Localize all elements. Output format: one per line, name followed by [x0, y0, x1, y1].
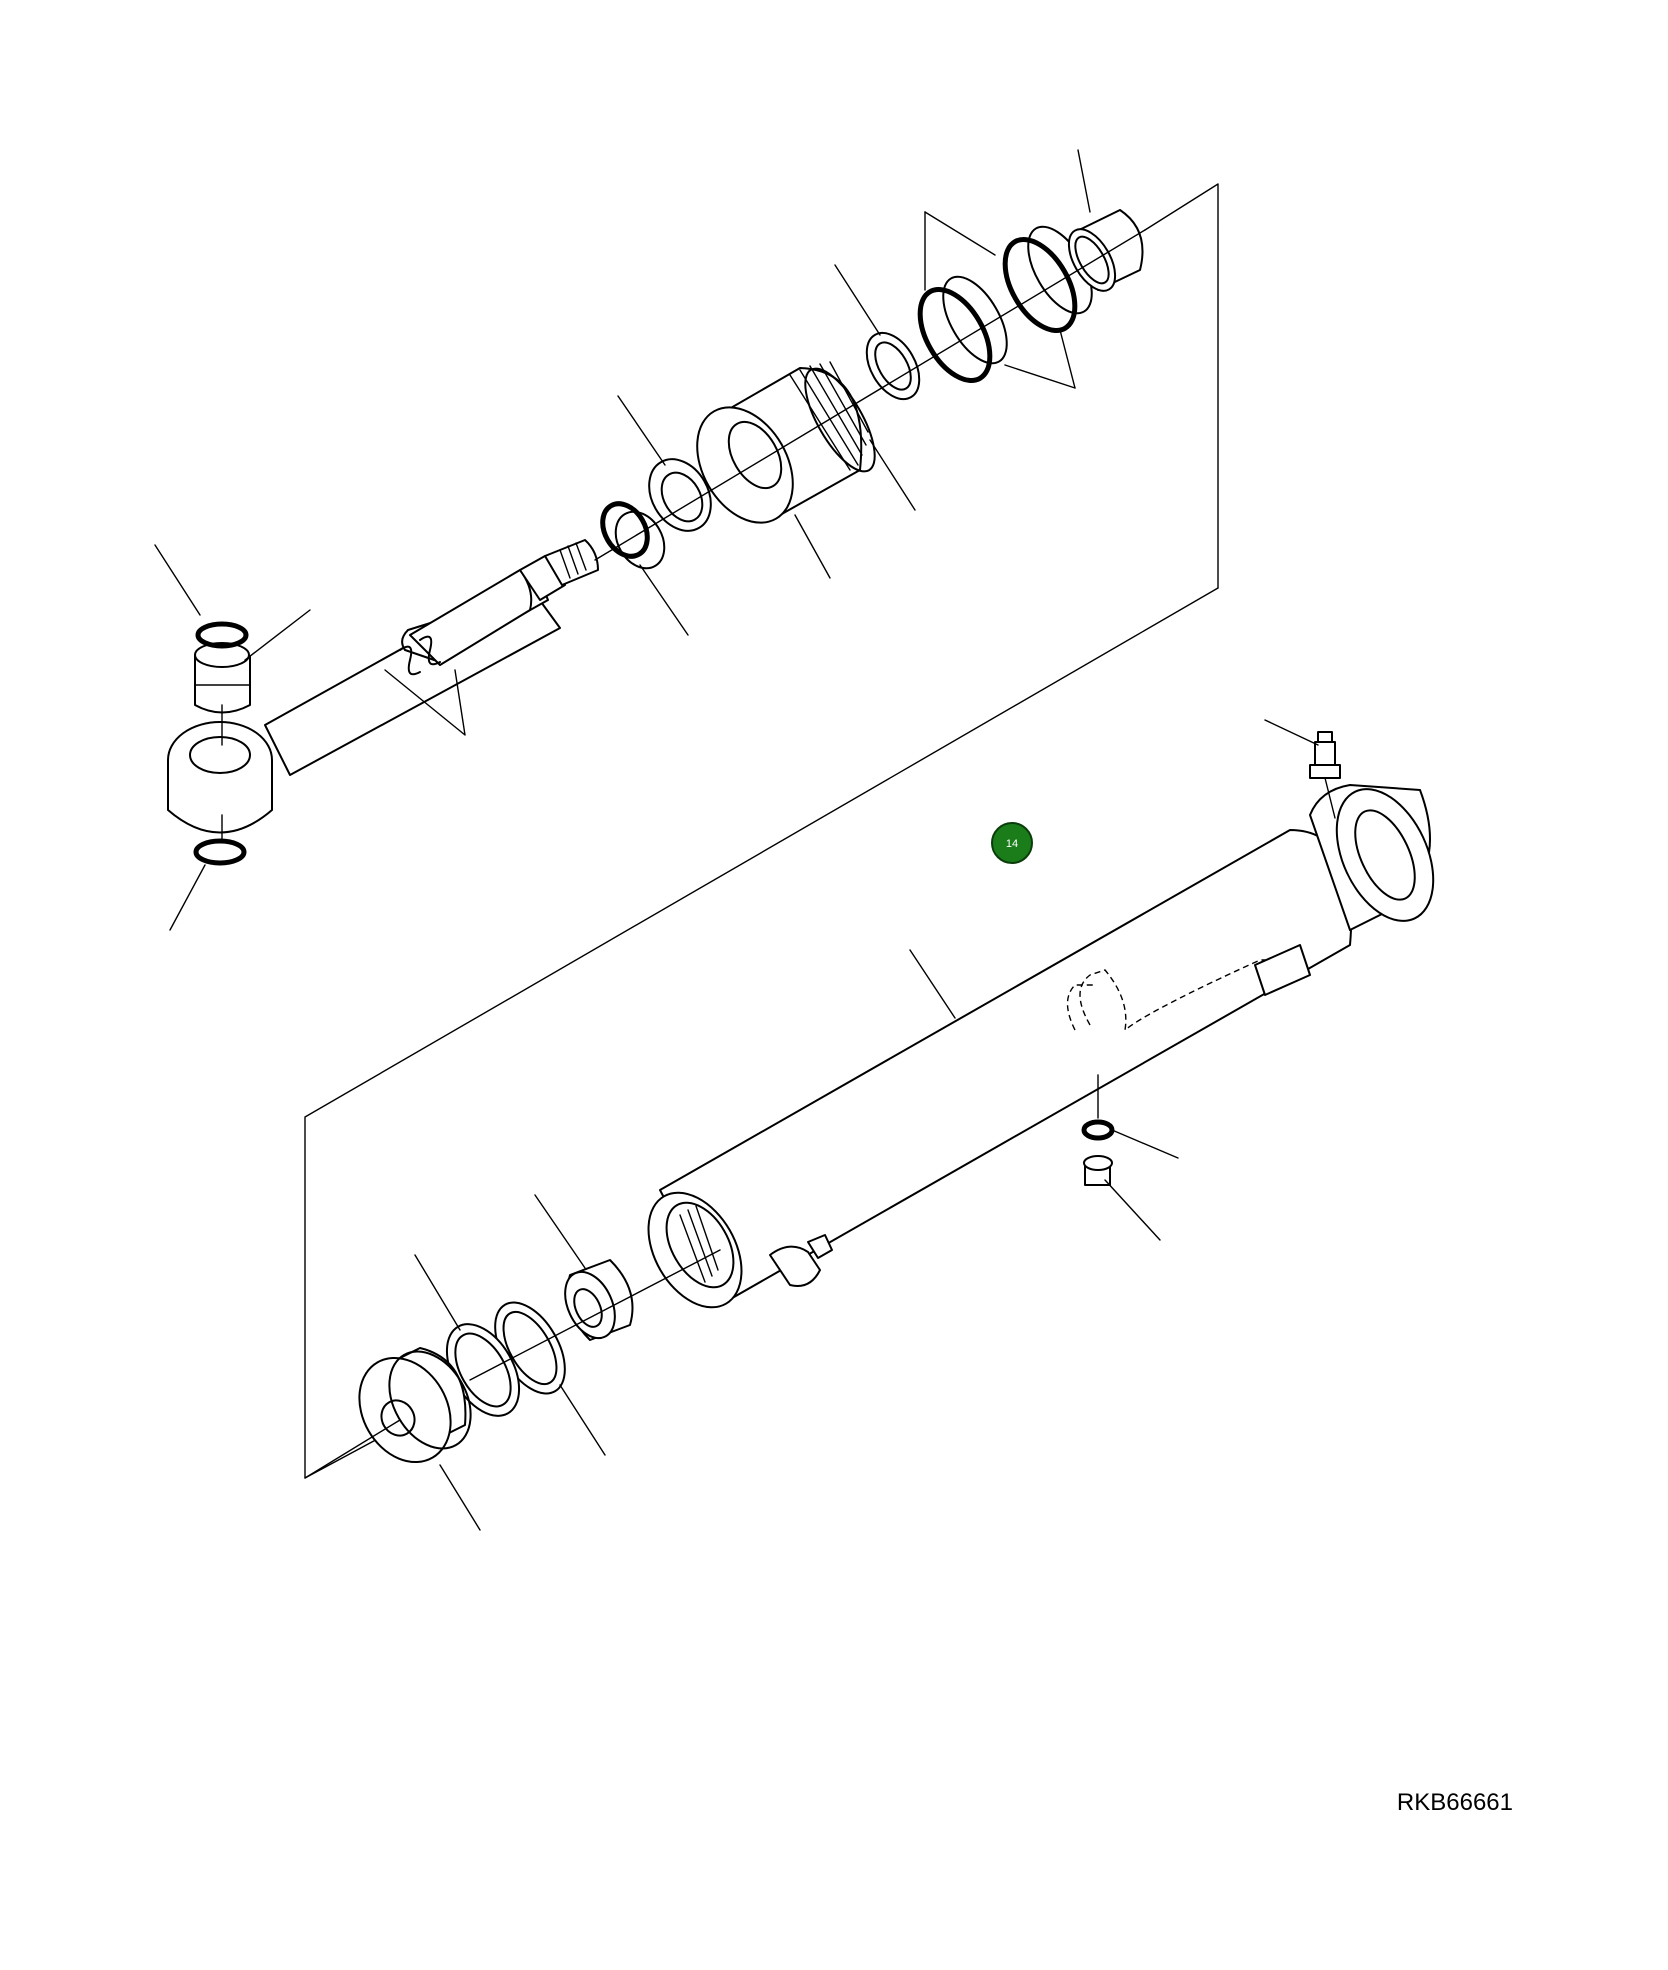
seal-ring-icon	[193, 838, 247, 866]
seal-ring-icon	[1081, 1119, 1115, 1141]
piston-rod-icon	[167, 539, 599, 841]
plug-icon	[1083, 1155, 1113, 1186]
gland-head-icon	[696, 361, 876, 524]
nut-icon	[564, 1259, 634, 1341]
drawing-code: RKB66661	[1397, 1789, 1513, 1816]
grease-fitting-icon	[1309, 731, 1341, 779]
callout-label: 14	[1006, 838, 1018, 850]
piston-icon	[358, 1347, 472, 1464]
seal-ring-icon	[195, 621, 249, 649]
seal-ring-icon	[917, 225, 1093, 384]
assembly-frame	[304, 183, 1219, 1479]
seal-ring-icon	[648, 458, 712, 532]
seal-ring-icon	[865, 331, 921, 401]
seal-ring-icon	[600, 501, 666, 570]
cylinder-tube-icon	[647, 784, 1435, 1309]
bushing-icon	[1067, 209, 1144, 292]
callout-badge[interactable]: 14	[991, 822, 1033, 864]
